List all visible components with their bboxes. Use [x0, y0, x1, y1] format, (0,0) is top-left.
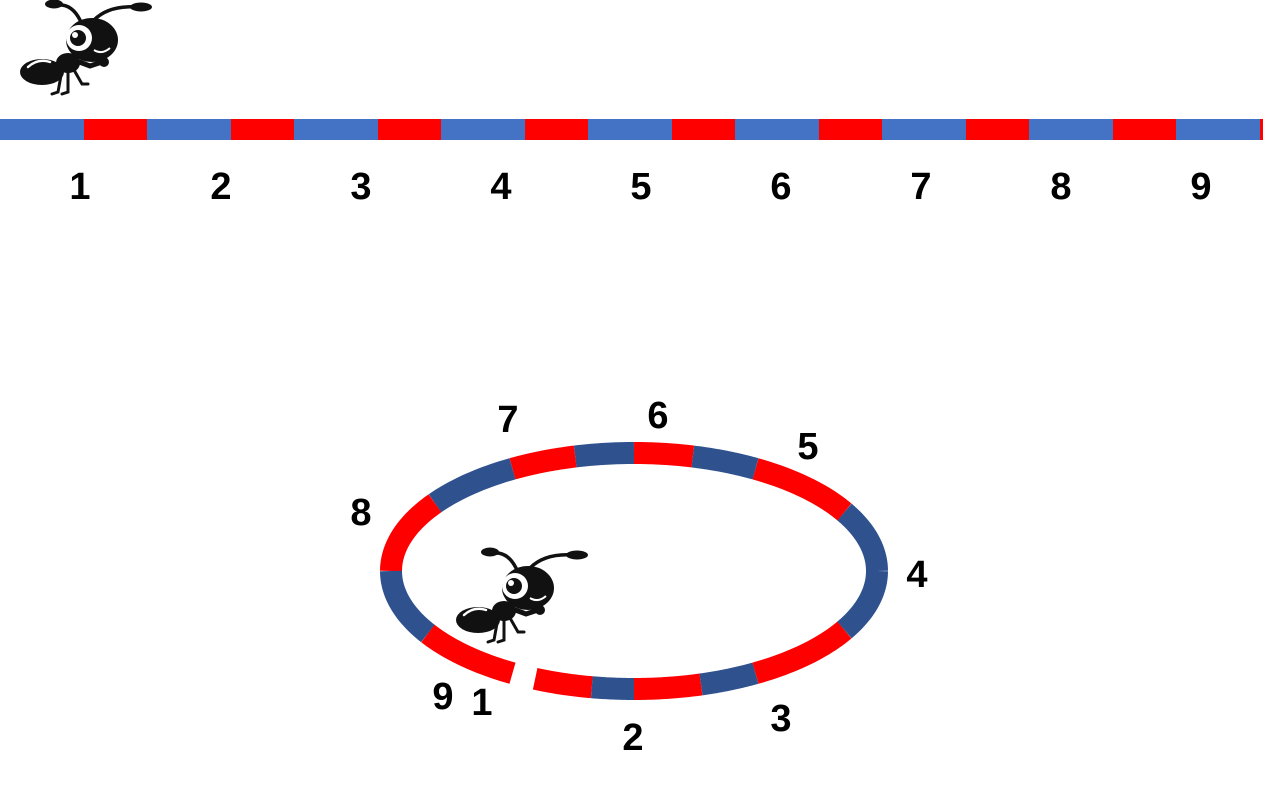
- linear-segment-red: [525, 119, 588, 140]
- ring-segment-red: [633, 442, 695, 468]
- ring-segment-blue: [380, 570, 435, 643]
- ring-segment-blue: [590, 676, 634, 700]
- linear-segment-blue: [147, 119, 231, 140]
- linear-segment-blue: [294, 119, 378, 140]
- linear-strip-label: 4: [490, 166, 511, 208]
- linear-segment-red: [672, 119, 735, 140]
- linear-strip-labels: 1 2 3 4 5 6 7 8 9: [69, 166, 1211, 208]
- linear-segment-blue: [441, 119, 525, 140]
- ring-segment-red: [532, 668, 593, 699]
- linear-strip-label: 5: [630, 166, 651, 208]
- ring-segment-red: [633, 673, 703, 700]
- linear-strip-label: 8: [1050, 166, 1071, 208]
- linear-segment-red: [966, 119, 1029, 140]
- linear-strip-label: 7: [910, 166, 931, 208]
- linear-strip: [0, 119, 1263, 140]
- ring-segment-red: [752, 621, 852, 684]
- ring-segment-blue: [428, 458, 516, 513]
- linear-strip-label: 9: [1190, 166, 1211, 208]
- ant-icon: [20, 0, 152, 94]
- ring-segment-blue: [573, 442, 635, 468]
- ring-strip-label: 2: [622, 717, 643, 759]
- ring-segment-blue: [691, 445, 759, 480]
- ring-strip-label: 5: [797, 426, 818, 468]
- ring-segment-red: [421, 624, 516, 684]
- linear-segment-blue: [1176, 119, 1260, 140]
- ring-strip: [380, 442, 888, 700]
- linear-segment-blue: [882, 119, 966, 140]
- linear-segment-red: [231, 119, 294, 140]
- linear-segment-blue: [735, 119, 819, 140]
- ring-segment-red: [752, 458, 852, 521]
- ring-strip-label: 4: [906, 554, 927, 596]
- linear-segment-blue: [0, 119, 84, 140]
- ring-segment-red: [509, 445, 577, 480]
- linear-strip-label: 3: [350, 166, 371, 208]
- ring-segment-blue: [837, 570, 888, 639]
- ring-strip-label: 8: [350, 492, 371, 534]
- linear-segment-red: [1113, 119, 1176, 140]
- ring-strip-label: 6: [647, 395, 668, 437]
- ring-strip-label: 9: [432, 676, 453, 718]
- linear-strip-label: 2: [210, 166, 231, 208]
- ring-segment-red: [380, 494, 442, 572]
- linear-strip-label: 6: [770, 166, 791, 208]
- ant-icon: [456, 548, 588, 643]
- ring-strip-label: 7: [497, 399, 518, 441]
- linear-segment-red: [1260, 119, 1263, 140]
- ring-segment-blue: [837, 503, 888, 572]
- ring-segment-blue: [699, 662, 759, 696]
- ring-strip-label: 3: [770, 698, 791, 740]
- ring-strip-label: 1: [471, 682, 492, 724]
- linear-segment-blue: [1029, 119, 1113, 140]
- linear-segment-blue: [588, 119, 672, 140]
- linear-segment-red: [819, 119, 882, 140]
- linear-segment-red: [378, 119, 441, 140]
- linear-segment-red: [84, 119, 147, 140]
- linear-strip-label: 1: [69, 166, 90, 208]
